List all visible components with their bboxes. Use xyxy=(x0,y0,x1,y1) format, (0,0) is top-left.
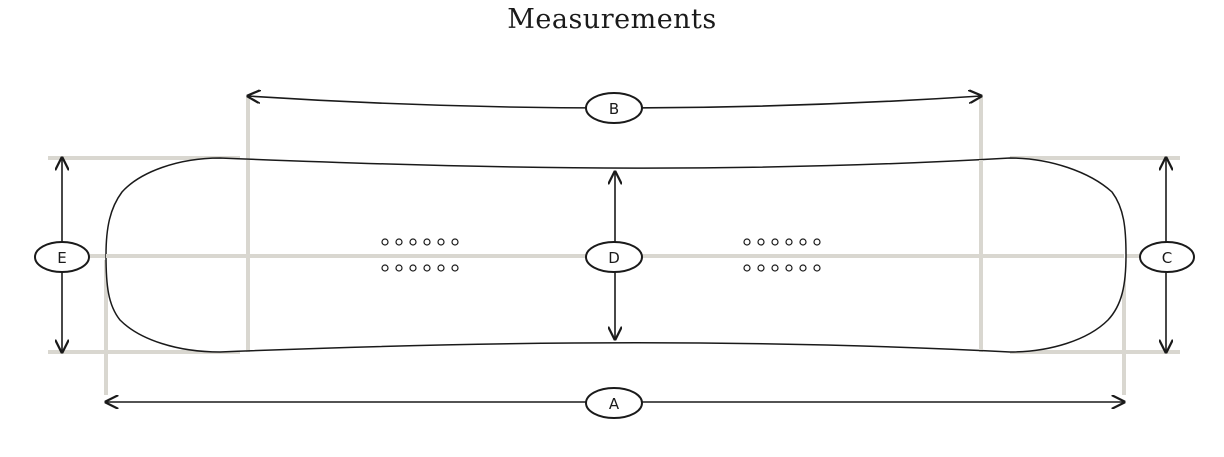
insert-hole xyxy=(813,238,821,246)
insert-hole xyxy=(395,264,403,272)
label-a-text: A xyxy=(609,395,620,413)
insert-hole xyxy=(771,238,779,246)
insert-hole xyxy=(785,264,793,272)
insert-hole xyxy=(409,264,417,272)
insert-hole xyxy=(395,238,403,246)
insert-hole xyxy=(799,264,807,272)
diagram-title: Measurements xyxy=(507,4,717,35)
label-e: E xyxy=(34,241,90,273)
insert-hole xyxy=(423,264,431,272)
label-d: D xyxy=(585,241,643,273)
insert-hole xyxy=(757,238,765,246)
insert-hole xyxy=(799,238,807,246)
insert-hole xyxy=(381,264,389,272)
label-d-text: D xyxy=(608,249,620,267)
insert-hole xyxy=(409,238,417,246)
label-e-text: E xyxy=(57,249,66,267)
insert-pattern-left xyxy=(381,238,459,272)
insert-hole xyxy=(785,238,793,246)
label-c: C xyxy=(1139,241,1195,273)
label-b: B xyxy=(585,92,643,124)
insert-hole xyxy=(757,264,765,272)
insert-hole xyxy=(451,264,459,272)
label-c-text: C xyxy=(1162,249,1172,267)
insert-hole xyxy=(437,264,445,272)
insert-hole xyxy=(743,238,751,246)
label-a: A xyxy=(585,387,643,419)
insert-hole xyxy=(771,264,779,272)
insert-hole xyxy=(451,238,459,246)
insert-pattern-right xyxy=(743,238,821,272)
insert-hole xyxy=(743,264,751,272)
insert-hole xyxy=(437,238,445,246)
insert-hole xyxy=(813,264,821,272)
insert-hole xyxy=(381,238,389,246)
insert-hole xyxy=(423,238,431,246)
label-b-text: B xyxy=(609,100,619,118)
